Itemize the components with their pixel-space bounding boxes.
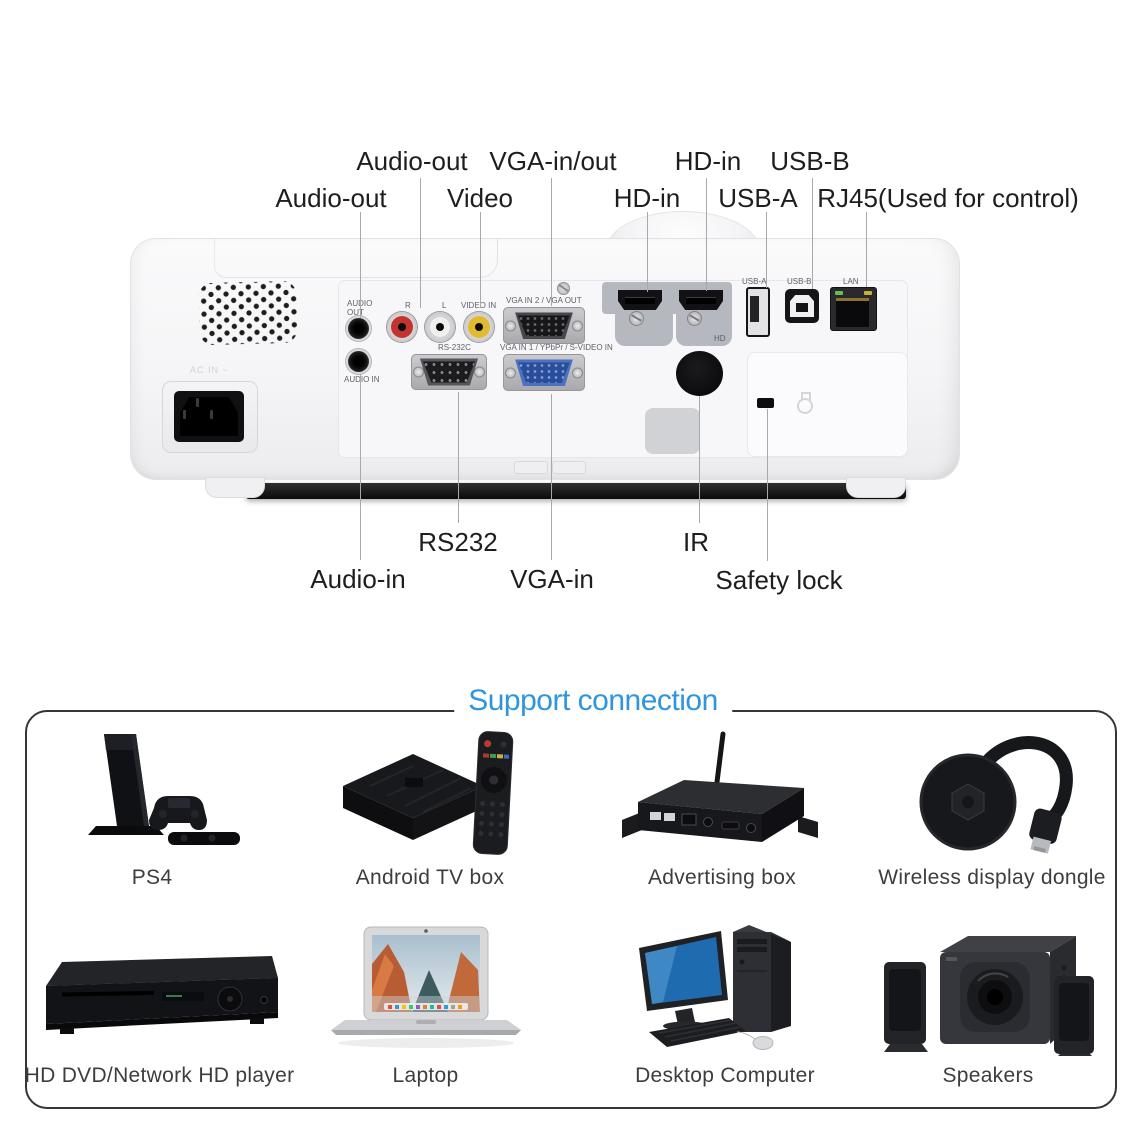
device-desktop-computer: Desktop Computer — [625, 920, 825, 1088]
audio-out-print: AUDIO OUT — [347, 299, 372, 318]
hd-dvd-player-image — [46, 956, 278, 1034]
projector-shadow — [246, 483, 906, 499]
rca-red-port — [387, 312, 417, 342]
hd-print: HD — [714, 334, 726, 343]
video-in-print: VIDEO IN — [461, 301, 497, 310]
ps4-image — [88, 734, 240, 845]
leader-line — [767, 409, 768, 561]
audio-out-jack — [348, 318, 369, 339]
lan-print: LAN — [843, 277, 859, 286]
leader-line — [360, 212, 361, 318]
rca-l-print: L — [442, 301, 447, 310]
label-rs232: RS232 — [418, 527, 498, 557]
leader-line — [812, 178, 813, 289]
leader-line — [866, 212, 867, 287]
speakers-image — [884, 936, 1094, 1056]
leader-line — [551, 394, 552, 560]
device-label: Laptop — [392, 1064, 459, 1087]
label-hd-in: HD-in — [674, 146, 742, 176]
usb-a-print: USB-A — [742, 277, 767, 286]
rca-white-port — [425, 312, 455, 342]
support-connection-title: Support connection — [454, 684, 732, 718]
vga-in1-port — [503, 354, 585, 391]
device-label: Desktop Computer — [635, 1064, 815, 1087]
vga1-print: VGA IN 1 / YPbPr / S-VIDEO IN — [500, 343, 613, 352]
leader-line — [766, 212, 767, 288]
device-hd-dvd-player: HD DVD/Network HD player — [25, 946, 294, 1088]
rca-r-print: R — [405, 301, 411, 310]
projector-foot-right — [846, 477, 906, 498]
label-usb-b: USB-B — [770, 146, 850, 176]
device-label: Wireless display dongle — [878, 866, 1106, 889]
device-laptop: Laptop — [328, 924, 523, 1088]
leader-line — [551, 178, 552, 306]
device-android-tv-box: Android TV box — [325, 726, 535, 890]
rs232-port — [411, 354, 487, 390]
screw — [687, 311, 702, 326]
lan-led-green — [835, 291, 843, 295]
audio-in-jack — [348, 351, 369, 372]
label-audio-in: Audio-in — [310, 564, 406, 594]
label-rj45: RJ45(Used for control) — [817, 183, 1079, 213]
wireless-display-dongle-image — [919, 736, 1073, 854]
hdmi-port-2 — [679, 290, 723, 310]
advertising-box-image — [622, 731, 818, 842]
vent-slot — [552, 461, 586, 474]
ir-receiver — [676, 351, 723, 396]
hdmi-port-1 — [618, 290, 662, 310]
rca-video-port — [464, 312, 494, 342]
device-speakers: Speakers — [878, 928, 1098, 1088]
leader-line — [420, 178, 421, 308]
device-advertising-box: Advertising box — [612, 728, 832, 890]
label-video: Video — [446, 183, 514, 213]
device-label: PS4 — [131, 866, 173, 889]
leader-line — [480, 212, 481, 308]
leader-line — [699, 396, 700, 523]
device-label: Speakers — [942, 1064, 1034, 1087]
vent-slot — [514, 461, 548, 474]
laptop-image — [331, 926, 521, 1048]
device-ps4: PS4 — [52, 730, 252, 890]
android-tv-box-image — [343, 731, 514, 855]
usb-b-port — [785, 289, 819, 323]
projector-foot-left — [205, 477, 265, 498]
ac-in-print: AC IN ~ — [190, 365, 229, 375]
screw — [629, 311, 644, 326]
label-safety-lock: Safety lock — [715, 565, 843, 595]
label-vga-in-out: VGA-in/out — [489, 146, 617, 176]
handle-recess — [645, 408, 700, 454]
vga-in2-out-port — [503, 307, 585, 344]
leader-line — [360, 374, 361, 560]
label-ir: IR — [683, 527, 709, 557]
usb-a-port — [746, 287, 770, 337]
vga2-print: VGA IN 2 / VGA OUT — [506, 296, 582, 305]
speaker-grille — [198, 280, 298, 346]
device-label: Advertising box — [647, 866, 797, 889]
audio-in-print: AUDIO IN — [344, 375, 380, 384]
label-hd-in-2: HD-in — [613, 183, 681, 213]
device-label: Android TV box — [355, 866, 505, 889]
label-audio-out: Audio-out — [356, 146, 468, 176]
power-inlet — [162, 381, 258, 453]
leader-line — [647, 212, 648, 292]
top-door-seam — [214, 239, 498, 278]
kensington-lock-icon — [797, 392, 813, 414]
rs232c-print: RS-232C — [438, 343, 471, 352]
desktop-computer-image — [639, 925, 791, 1050]
screw — [557, 282, 570, 295]
usb-b-print: USB-B — [787, 277, 812, 286]
leader-line — [458, 392, 459, 523]
label-audio-out-2: Audio-out — [275, 183, 387, 213]
label-vga-in: VGA-in — [510, 564, 594, 594]
device-label: HD DVD/Network HD player — [24, 1064, 295, 1087]
safety-lock-slot — [757, 398, 774, 408]
lan-led-amber — [864, 291, 872, 295]
leader-line — [706, 178, 707, 291]
device-wireless-display-dongle: Wireless display dongle — [878, 728, 1105, 890]
lan-port — [830, 287, 877, 331]
label-usb-a: USB-A — [718, 183, 798, 213]
